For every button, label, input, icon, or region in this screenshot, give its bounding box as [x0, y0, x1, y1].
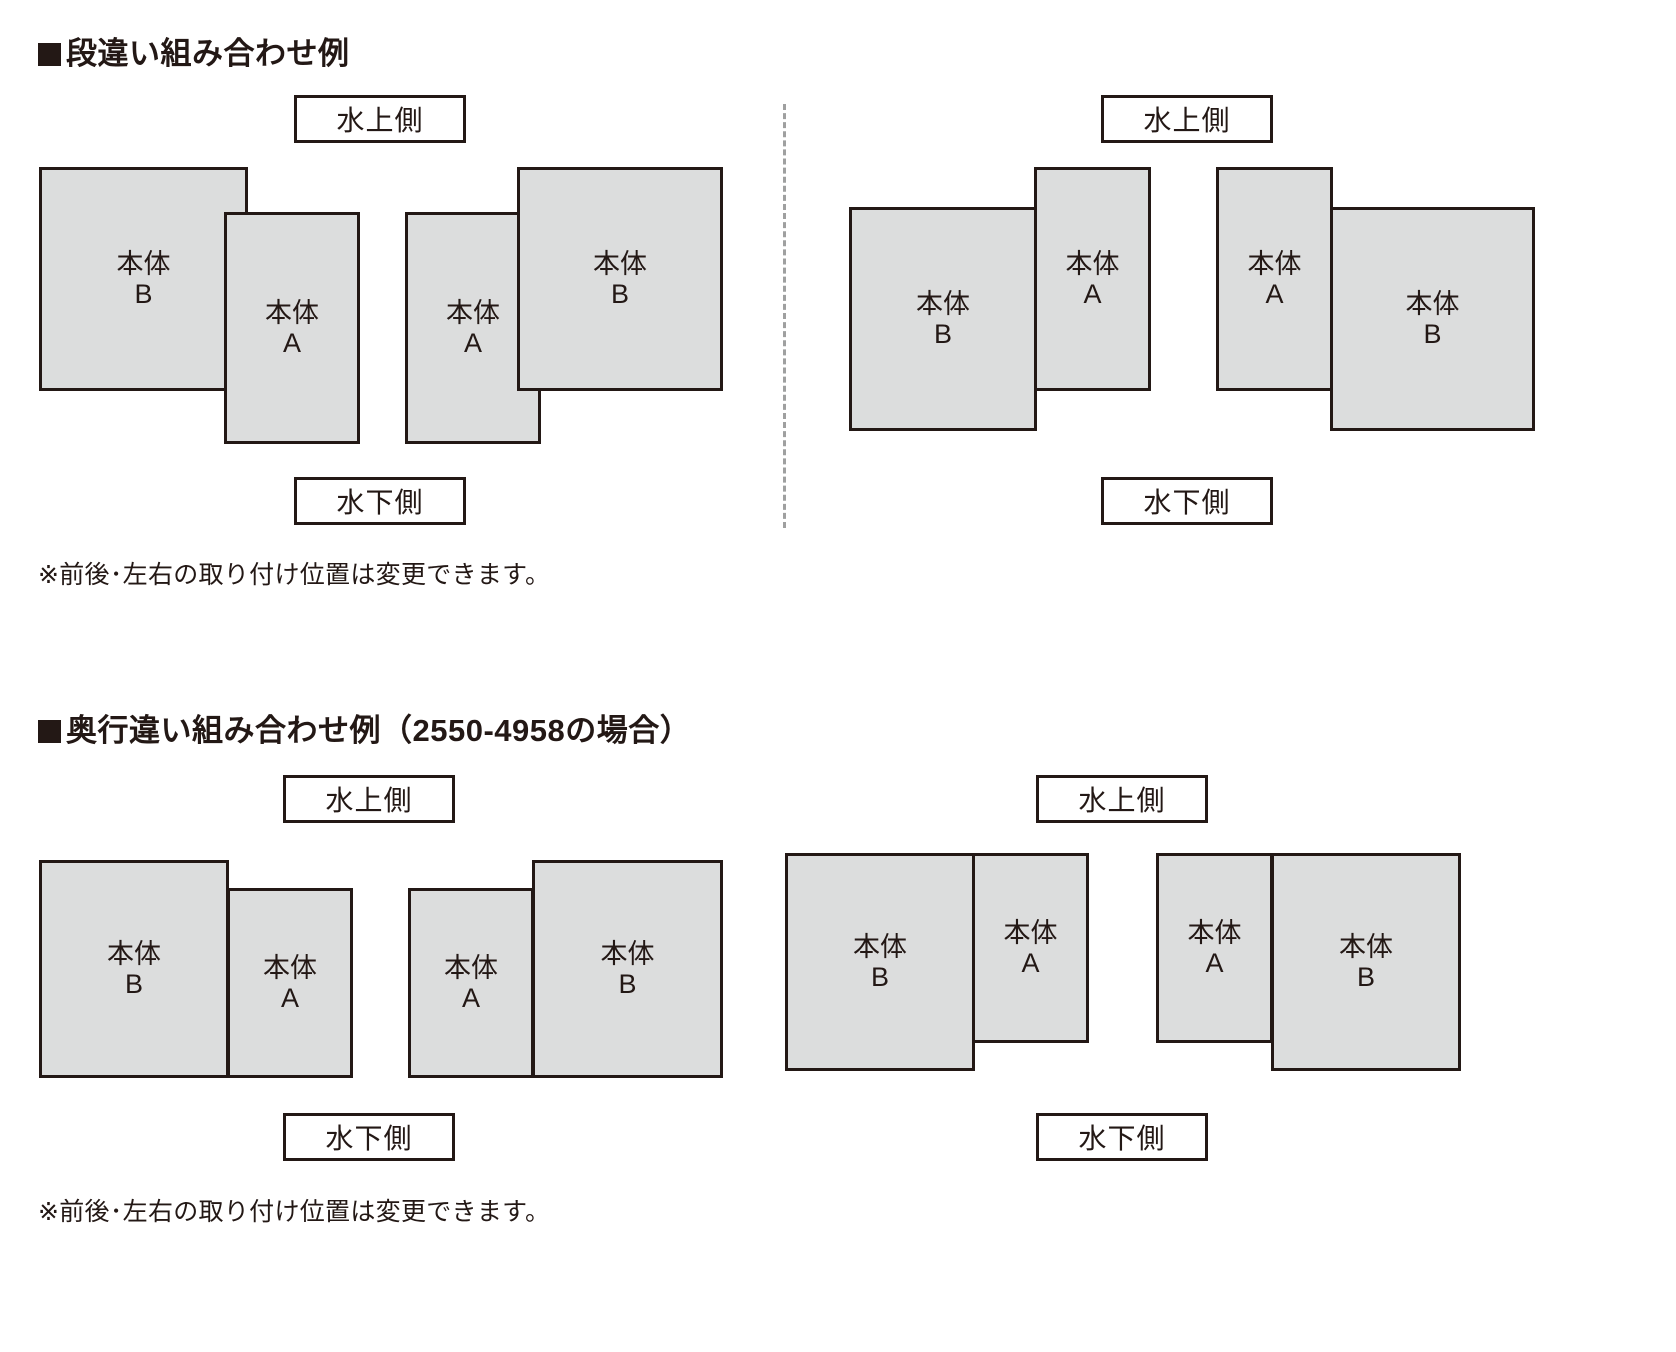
flow-label-downstream-s2-right-text: 水下側: [1078, 1123, 1166, 1154]
unit-label-line2: A: [280, 983, 299, 1013]
unit-box-s2-l1-a: 本体 A: [227, 888, 353, 1078]
unit-label-line1: 本体: [593, 248, 647, 279]
section-title-step-offset: 段違い組み合わせ例: [38, 38, 350, 69]
unit-label-line2: A: [463, 328, 482, 358]
unit-label-line1: 本体: [446, 297, 500, 328]
unit-label-line1: 本体: [1003, 917, 1058, 948]
section-title-depth-difference-text: 奥行違い組み合わせ例（2550-4958の場合）: [66, 713, 692, 748]
unit-label-line2: B: [134, 279, 153, 309]
flow-label-upstream-s1-left-text: 水上側: [336, 105, 424, 136]
unit-label-line2: B: [618, 969, 637, 999]
unit-label-line2: B: [870, 962, 889, 992]
unit-box-s1-r1-b: 本体 B: [849, 207, 1037, 431]
unit-label-line2: A: [282, 328, 301, 358]
flow-label-downstream-s1-left-text: 水下側: [336, 487, 424, 518]
unit-label-line2: B: [933, 319, 952, 349]
square-bullet-icon: [38, 43, 61, 66]
flow-label-downstream-s1-left: 水下側: [294, 477, 466, 525]
unit-box-s1-r2-b: 本体 B: [1330, 207, 1535, 431]
unit-label-line1: 本体: [1405, 288, 1460, 319]
unit-box-s2-r2-b: 本体 B: [1271, 853, 1461, 1071]
flow-label-upstream-s1-right-text: 水上側: [1143, 105, 1231, 136]
unit-label-line2: A: [461, 983, 480, 1013]
unit-label-line1: 本体: [1065, 248, 1120, 279]
unit-box-s1-l2-b: 本体 B: [517, 167, 723, 391]
flow-label-upstream-s1-right: 水上側: [1101, 95, 1273, 143]
flow-label-upstream-s2-left-text: 水上側: [325, 785, 413, 816]
unit-label-line2: A: [1205, 948, 1224, 978]
flow-label-downstream-s2-left: 水下側: [283, 1113, 455, 1161]
unit-box-s2-l1-b: 本体 B: [39, 860, 229, 1078]
square-bullet-icon: [38, 720, 61, 743]
flow-label-downstream-s2-left-text: 水下側: [325, 1123, 413, 1154]
unit-label-line1: 本体: [263, 952, 317, 983]
unit-label-line2: A: [1265, 279, 1284, 309]
unit-label-line2: A: [1021, 948, 1040, 978]
unit-box-s2-r1-a: 本体 A: [972, 853, 1089, 1043]
unit-label-line1: 本体: [265, 297, 319, 328]
flow-label-upstream-s2-right-text: 水上側: [1078, 785, 1166, 816]
unit-label-line1: 本体: [916, 288, 970, 319]
section-title-step-offset-text: 段違い組み合わせ例: [66, 36, 350, 71]
unit-box-s1-l1-a: 本体 A: [224, 212, 360, 444]
unit-label-line1: 本体: [116, 248, 171, 279]
unit-label-line1: 本体: [600, 938, 655, 969]
note-depth-difference: ※前後･左右の取り付け位置は変更できます。: [38, 1198, 551, 1226]
unit-label-line2: B: [124, 969, 143, 999]
flow-label-upstream-s2-right: 水上側: [1036, 775, 1208, 823]
unit-box-s2-r2-a: 本体 A: [1156, 853, 1273, 1043]
section-title-depth-difference: 奥行違い組み合わせ例（2550-4958の場合）: [38, 715, 691, 746]
unit-label-line2: B: [610, 279, 629, 309]
unit-box-s1-r2-a: 本体 A: [1216, 167, 1333, 391]
section-divider-dashed: [783, 104, 786, 528]
unit-label-line2: B: [1356, 962, 1375, 992]
unit-label-line1: 本体: [107, 938, 161, 969]
unit-label-line1: 本体: [1187, 917, 1242, 948]
unit-label-line2: B: [1423, 319, 1442, 349]
unit-label-line1: 本体: [1339, 931, 1393, 962]
unit-box-s1-l1-b: 本体 B: [39, 167, 248, 391]
unit-box-s2-l2-b: 本体 B: [532, 860, 723, 1078]
flow-label-downstream-s2-right: 水下側: [1036, 1113, 1208, 1161]
unit-label-line2: A: [1083, 279, 1102, 309]
flow-label-upstream-s2-left: 水上側: [283, 775, 455, 823]
unit-label-line1: 本体: [853, 931, 907, 962]
unit-box-s1-r1-a: 本体 A: [1034, 167, 1151, 391]
flow-label-downstream-s1-right: 水下側: [1101, 477, 1273, 525]
flow-label-upstream-s1-left: 水上側: [294, 95, 466, 143]
unit-box-s2-l2-a: 本体 A: [408, 888, 534, 1078]
note-step-offset: ※前後･左右の取り付け位置は変更できます。: [38, 561, 551, 589]
unit-label-line1: 本体: [444, 952, 498, 983]
flow-label-downstream-s1-right-text: 水下側: [1143, 487, 1231, 518]
unit-box-s2-r1-b: 本体 B: [785, 853, 975, 1071]
unit-label-line1: 本体: [1247, 248, 1302, 279]
